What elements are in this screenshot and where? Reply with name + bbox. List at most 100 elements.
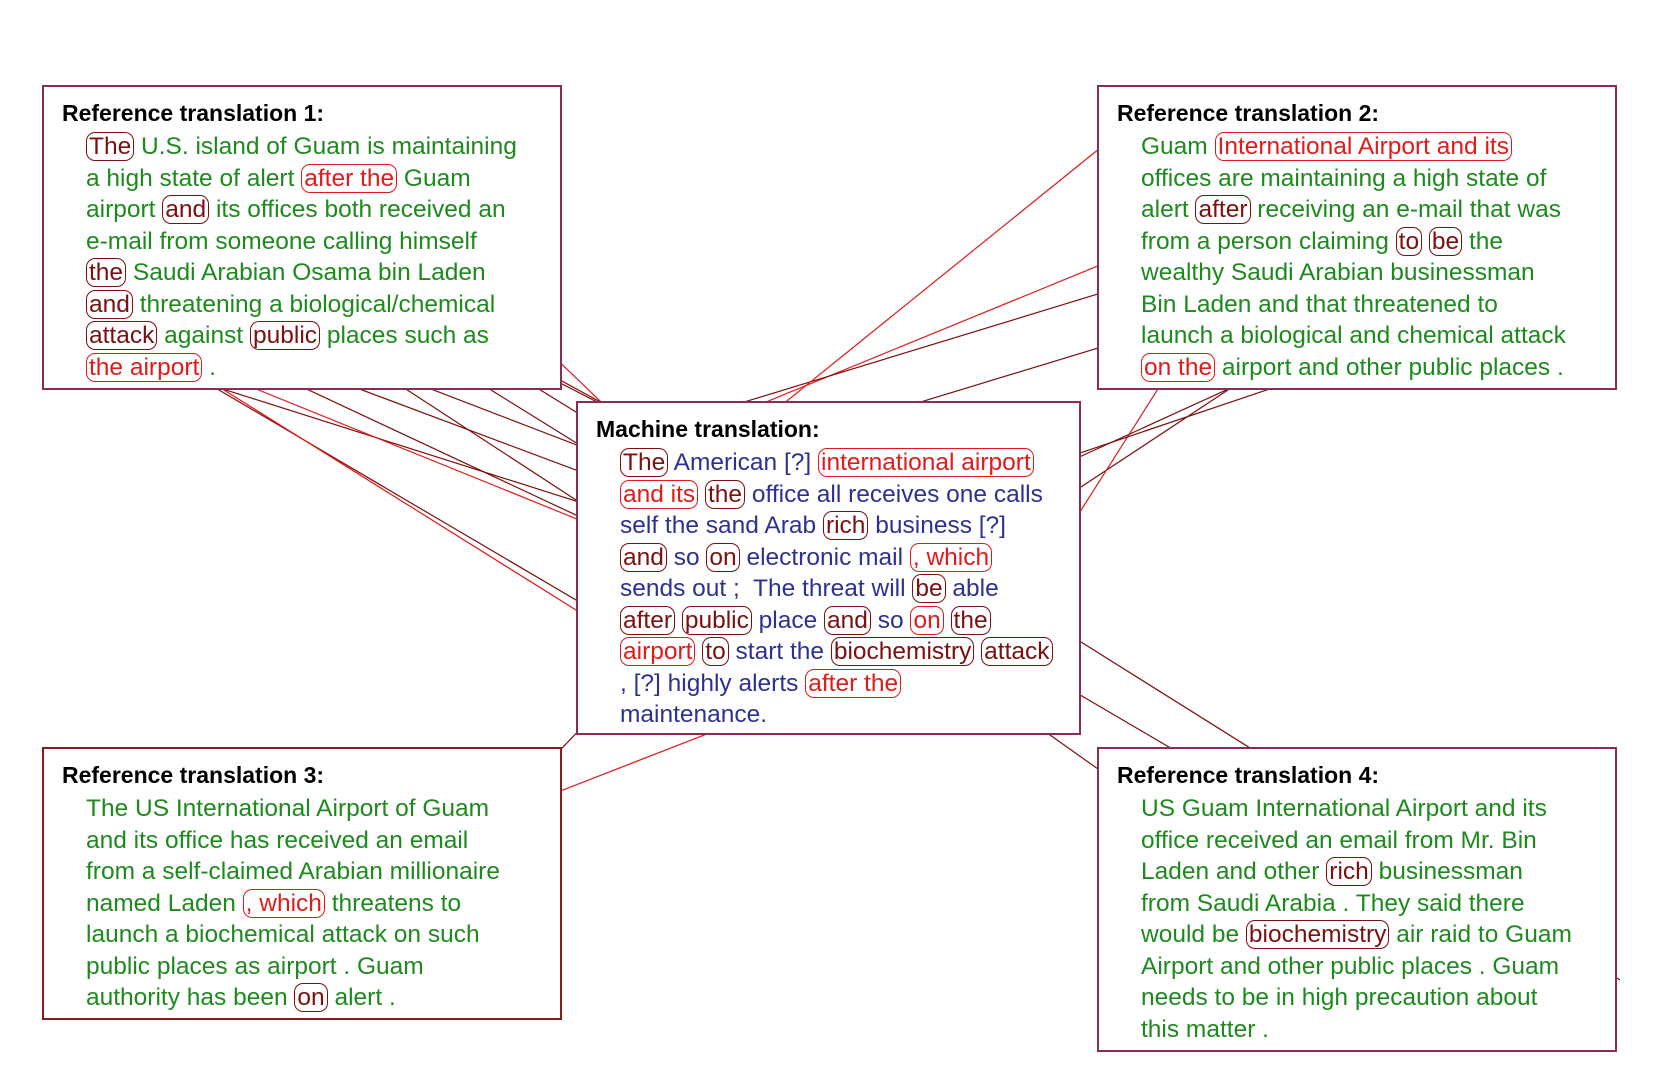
matched-ngram: after the (805, 668, 902, 698)
text-segment (944, 607, 951, 634)
text-segment: wealthy Saudi Arabian businessman (1141, 259, 1535, 286)
text-segment: able (945, 575, 999, 602)
text-segment: airport and other public places . (1215, 353, 1564, 381)
matched-ngram: biochemistry (830, 637, 975, 666)
matched-ngram: The (86, 132, 135, 161)
text-segment: office all receives one calls (745, 480, 1043, 508)
text-segment: receiving an e-mail that was (1250, 196, 1561, 223)
text-segment: . (202, 353, 216, 381)
matched-ngram: attack (86, 321, 158, 350)
text-segment: Guam (1141, 133, 1215, 160)
matched-ngram: after (1195, 195, 1251, 224)
reference-translation-3-text: The US International Airport of Guam and … (86, 793, 500, 1014)
text-line: alert after receiving an e-mail that was (1141, 194, 1566, 226)
text-segment: Laden and other (1141, 858, 1327, 885)
text-segment: air raid to Guam (1389, 921, 1572, 948)
text-segment: threatens to (324, 889, 462, 917)
text-line: from a person claiming to be the (1141, 226, 1566, 258)
reference-translation-3-panel: Reference translation 3: The US Internat… (42, 747, 562, 1020)
text-line: e-mail from someone calling himself (86, 226, 517, 258)
matched-ngram: after the (301, 163, 398, 193)
text-segment: Airport and other public places . Guam (1141, 952, 1560, 980)
matched-ngram: the (950, 605, 991, 635)
text-line: US Guam International Airport and its (1141, 793, 1572, 825)
text-segment: e-mail from someone calling himself (86, 227, 477, 255)
text-line: and its office has received an email (86, 825, 500, 857)
text-line: named Laden , which threatens to (86, 888, 500, 920)
text-segment: launch a biological and chemical attack (1141, 322, 1566, 349)
reference-translation-2-panel: Reference translation 2: Guam Internatio… (1097, 85, 1617, 390)
text-segment: so (870, 606, 911, 634)
text-line: sends out ; The threat will be able (620, 573, 1053, 605)
text-segment: alert (1141, 196, 1196, 223)
text-line: launch a biochemical attack on such (86, 919, 500, 951)
text-segment: self the sand Arab (620, 512, 823, 539)
text-line: a high state of alert after the Guam (86, 163, 517, 195)
matched-ngram: biochemistry (1245, 920, 1390, 949)
text-segment: launch a biochemical attack on such (86, 921, 480, 948)
text-segment: Saudi Arabian Osama bin Laden (126, 259, 486, 286)
matched-ngram: , which (242, 888, 325, 918)
text-line: authority has been on alert . (86, 982, 500, 1014)
matched-ngram: on (294, 983, 328, 1012)
text-segment: needs to be in high precaution about (1141, 984, 1538, 1011)
text-line: from Saudi Arabia . They said there (1141, 888, 1572, 920)
matched-ngram: and its (620, 479, 699, 509)
text-segment: Guam (397, 164, 471, 192)
text-segment: electronic mail (739, 543, 910, 571)
text-line: and so on electronic mail , which (620, 542, 1053, 574)
text-segment (675, 607, 682, 634)
reference-translation-3-title: Reference translation 3: (62, 762, 325, 788)
matched-ngram: airport (620, 637, 696, 666)
matched-ngram: International Airport and its (1214, 132, 1512, 161)
text-segment (698, 481, 705, 508)
matched-ngram: after (620, 605, 676, 635)
text-line: The American [?] international airport (620, 447, 1053, 479)
matched-ngram: the (86, 258, 127, 287)
text-line: public places as airport . Guam (86, 951, 500, 983)
text-segment: business [?] (868, 512, 1006, 539)
text-segment: the (1462, 227, 1504, 255)
text-line: launch a biological and chemical attack (1141, 320, 1566, 352)
matched-ngram: public (250, 321, 321, 350)
matched-ngram: and (162, 195, 210, 224)
text-segment: U.S. island of Guam is maintaining (134, 133, 517, 160)
text-segment: from a person claiming (1141, 227, 1396, 255)
text-segment: sends out ; The threat will (620, 575, 913, 602)
text-segment: so (666, 543, 707, 571)
text-segment: maintenance. (620, 701, 768, 728)
matched-ngram: on the (1141, 352, 1216, 382)
text-line: The U.S. island of Guam is maintaining (86, 131, 517, 163)
matched-ngram: rich (822, 511, 869, 540)
text-line: airport to start the biochemistry attack (620, 636, 1053, 668)
machine-translation-panel: Machine translation: The American [?] in… (576, 401, 1081, 735)
text-line: maintenance. (620, 699, 1053, 731)
matched-ngram: The (620, 448, 669, 477)
text-segment: businessman (1371, 858, 1523, 885)
text-line: from a self-claimed Arabian millionaire (86, 856, 500, 888)
text-segment: airport (86, 196, 163, 223)
text-segment: public places as airport . Guam (86, 952, 424, 980)
text-segment: from Saudi Arabia . They said there (1141, 889, 1525, 917)
text-segment (1422, 228, 1429, 255)
matched-ngram: and (620, 542, 667, 572)
text-segment: would be (1141, 921, 1246, 948)
text-segment: places such as (320, 322, 489, 349)
matched-ngram: to (1395, 226, 1423, 256)
reference-translation-2-title: Reference translation 2: (1117, 100, 1380, 126)
text-segment: against (157, 322, 250, 349)
matched-ngram: be (912, 574, 946, 603)
text-line: Bin Laden and that threatened to (1141, 289, 1566, 321)
text-line: self the sand Arab rich business [?] (620, 510, 1053, 542)
matched-ngram: public (681, 605, 752, 635)
text-line: , [?] highly alerts after the (620, 668, 1053, 700)
matched-ngram: and (86, 289, 133, 319)
text-line: and its the office all receives one call… (620, 479, 1053, 511)
matched-ngram: and (824, 605, 871, 635)
text-segment: this matter . (1141, 1015, 1269, 1043)
matched-ngram: attack (981, 637, 1053, 666)
text-segment: The US International Airport of Guam (86, 795, 490, 822)
